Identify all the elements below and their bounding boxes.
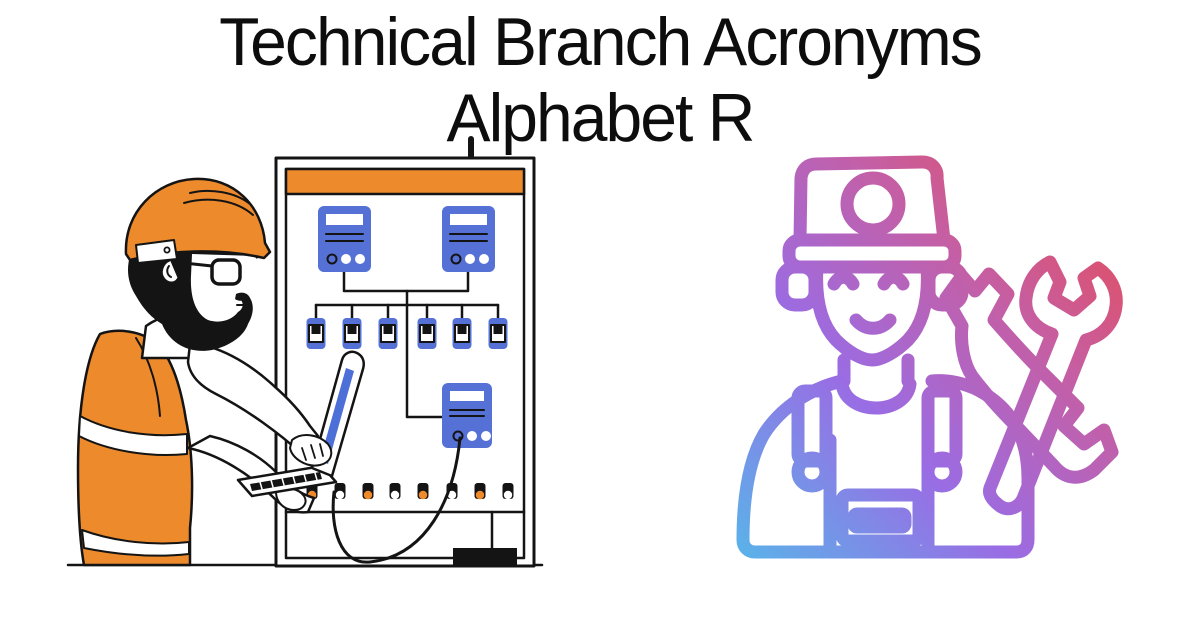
right-eye bbox=[877, 270, 910, 291]
control-cabinet bbox=[274, 136, 536, 568]
title-line-1: Technical Branch Acronyms bbox=[219, 4, 983, 80]
server-unit bbox=[442, 383, 492, 448]
overalls-pocket bbox=[835, 488, 926, 548]
hard-hat bbox=[124, 177, 272, 264]
title-block: Technical Branch Acronyms Alphabet R bbox=[18, 4, 1182, 156]
server-unit bbox=[318, 206, 371, 272]
mechanic-cap bbox=[782, 155, 962, 274]
smile bbox=[849, 313, 897, 335]
cabinet-header-bar bbox=[284, 167, 526, 196]
breaker-modules bbox=[306, 318, 508, 349]
right-hand bbox=[289, 434, 333, 467]
glasses bbox=[210, 258, 242, 286]
title-line-2: Alphabet R bbox=[446, 80, 756, 156]
ear bbox=[160, 258, 180, 284]
cable bbox=[331, 436, 462, 564]
engineer bbox=[76, 177, 365, 567]
safety-vest bbox=[76, 329, 194, 567]
engineer-head bbox=[124, 177, 272, 351]
engineer-illustration bbox=[66, 136, 544, 568]
mechanic-face bbox=[810, 260, 934, 367]
crossed-wrenches-icon bbox=[939, 255, 1123, 516]
mechanic-illustration bbox=[736, 155, 1123, 559]
terminal-tabs bbox=[306, 483, 514, 500]
left-eye bbox=[827, 270, 860, 291]
page-title: Technical Branch Acronyms Alphabet R bbox=[18, 4, 1182, 156]
mustache bbox=[235, 292, 250, 301]
mechanic-overalls bbox=[736, 374, 1035, 559]
cabinet-foot-block bbox=[453, 548, 517, 566]
server-unit bbox=[442, 206, 495, 272]
